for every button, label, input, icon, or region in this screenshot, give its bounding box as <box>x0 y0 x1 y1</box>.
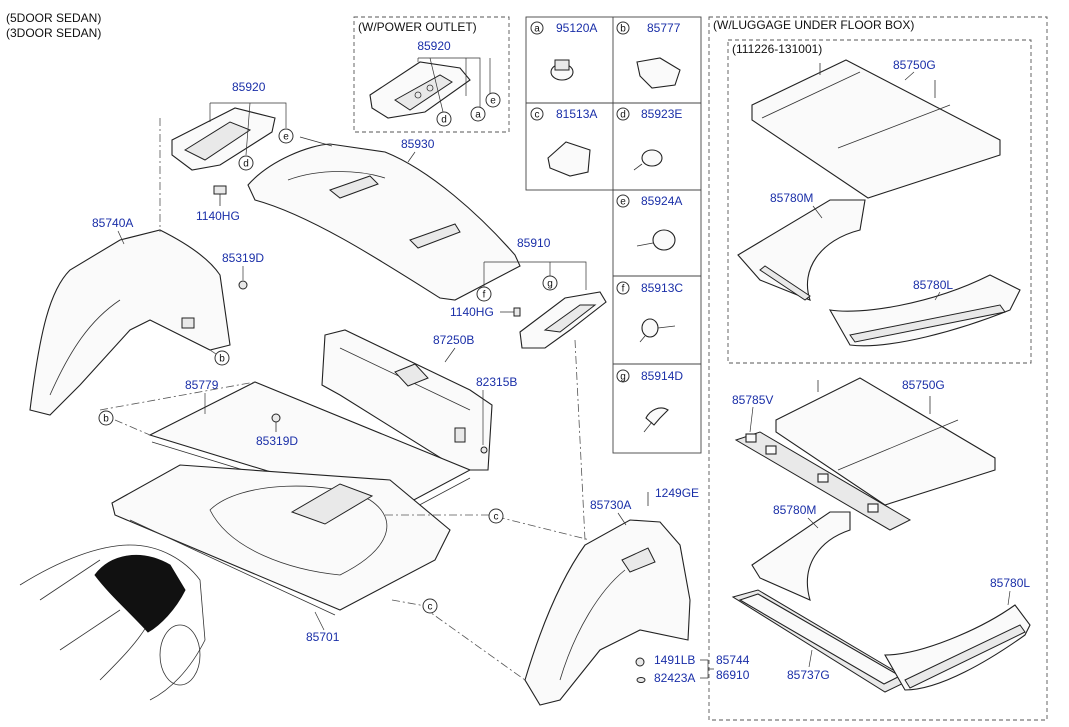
part-85785v[interactable]: 85785V <box>732 393 773 407</box>
svg-text:b: b <box>620 24 626 35</box>
legend-part-c[interactable]: 81513A <box>556 107 597 121</box>
svg-text:c: c <box>494 512 499 523</box>
bracket-85920: 85920 e d <box>171 80 294 171</box>
part-85920[interactable]: 85920 <box>232 80 266 94</box>
part-85319d-a[interactable]: 85319D <box>222 251 264 265</box>
side-trim-85740a: 85740A <box>29 216 231 416</box>
legend-part-a[interactable]: 95120A <box>556 21 597 35</box>
clip-85319d-a: 85319D <box>222 251 264 290</box>
package-tray-85930: 85930 <box>247 136 521 301</box>
legend-part-b[interactable]: 85777 <box>647 21 681 35</box>
part-85910[interactable]: 85910 <box>517 236 551 250</box>
svg-text:g: g <box>620 372 626 383</box>
assembly-leaders: b b c c <box>98 118 591 681</box>
svg-text:g: g <box>547 279 553 290</box>
svg-text:f: f <box>483 290 486 301</box>
part-85740a[interactable]: 85740A <box>92 216 133 230</box>
svg-text:e: e <box>620 197 626 208</box>
luggage-box: (W/LUGGAGE UNDER FLOOR BOX) (111226-1310… <box>708 16 1048 721</box>
part-82315b[interactable]: 82315B <box>476 375 517 389</box>
svg-text:e: e <box>490 96 496 107</box>
part-87250b[interactable]: 87250B <box>433 333 474 347</box>
part-85780m-b[interactable]: 85780M <box>773 503 816 517</box>
part-1140hg-b[interactable]: 1140HG <box>450 305 494 319</box>
part-85779[interactable]: 85779 <box>185 378 219 392</box>
svg-text:b: b <box>103 414 109 425</box>
part-85780l-a[interactable]: 85780L <box>913 278 953 292</box>
part-85319d-b[interactable]: 85319D <box>256 434 298 448</box>
clip-85319d-b: 85319D <box>256 413 298 448</box>
header-line1: (5DOOR SEDAN) <box>6 11 101 25</box>
svg-text:d: d <box>620 110 626 121</box>
power-outlet-part[interactable]: 85920 <box>417 39 451 53</box>
bolt-1140hg-b: 1140HG <box>450 305 521 319</box>
legend-part-e[interactable]: 85924A <box>641 194 682 208</box>
floor-covering-85701: 85701 <box>111 464 451 644</box>
power-outlet-title: (W/POWER OUTLET) <box>358 20 477 34</box>
svg-text:e: e <box>283 132 289 143</box>
part-85744[interactable]: 85744 <box>716 653 750 667</box>
legend-part-g[interactable]: 85914D <box>641 369 683 383</box>
legend-grid: a 95120A b 85777 c 81513A d 85923E e 859… <box>525 16 702 454</box>
part-85730a[interactable]: 85730A <box>590 498 631 512</box>
part-1491lb[interactable]: 1491LB <box>654 653 695 667</box>
part-1249ge[interactable]: 1249GE <box>655 486 699 500</box>
svg-text:b: b <box>219 354 225 365</box>
svg-text:d: d <box>441 115 447 126</box>
part-85780l-b[interactable]: 85780L <box>990 576 1030 590</box>
part-85780m-a[interactable]: 85780M <box>770 191 813 205</box>
legend-part-f[interactable]: 85913C <box>641 281 683 295</box>
luggage-date-range: (111226-131001) <box>732 42 822 56</box>
svg-text:a: a <box>534 24 540 35</box>
vehicle-inset <box>19 544 206 701</box>
part-82423a[interactable]: 82423A <box>654 671 695 685</box>
callout-circle: e a d <box>436 92 501 127</box>
part-85737g[interactable]: 85737G <box>787 668 830 682</box>
power-outlet-box: (W/POWER OUTLET) 85920 e a d <box>353 16 510 133</box>
part-85930[interactable]: 85930 <box>401 137 435 151</box>
svg-text:c: c <box>535 110 540 121</box>
legend-part-d[interactable]: 85923E <box>641 107 682 121</box>
svg-text:f: f <box>622 284 625 295</box>
side-trim-85730a: 85730A 1249GE <box>524 486 699 706</box>
header-line2: (3DOOR SEDAN) <box>6 26 101 40</box>
svg-text:a: a <box>475 110 481 121</box>
svg-text:d: d <box>243 159 249 170</box>
fasteners-85744: 1491LB 82423A 85744 86910 <box>635 653 750 685</box>
bracket-85910: 85910 f g <box>476 236 607 349</box>
part-85750g-a[interactable]: 85750G <box>893 58 936 72</box>
part-85701[interactable]: 85701 <box>306 630 340 644</box>
svg-text:c: c <box>428 602 433 613</box>
luggage-box-title: (W/LUGGAGE UNDER FLOOR BOX) <box>713 18 914 32</box>
trim-87250b: 87250B 82315B <box>321 329 517 471</box>
bolt-1140hg-a: 1140HG <box>196 185 240 223</box>
part-86910[interactable]: 86910 <box>716 668 750 682</box>
part-85750g-b[interactable]: 85750G <box>902 378 945 392</box>
part-1140hg-a[interactable]: 1140HG <box>196 209 240 223</box>
